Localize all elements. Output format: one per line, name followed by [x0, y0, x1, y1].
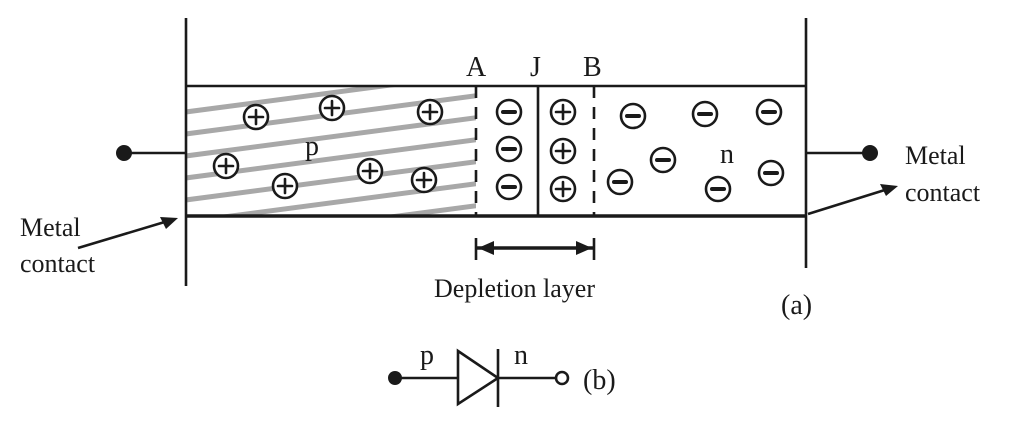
- negative-ion: [649, 146, 677, 174]
- negative-ion: [757, 159, 785, 187]
- diode-p-label: p: [420, 340, 434, 371]
- label-j: J: [530, 52, 541, 83]
- p-region-label: p: [305, 131, 319, 162]
- label-a: A: [466, 52, 487, 83]
- p-region-ions: [212, 94, 444, 200]
- negative-ion: [495, 98, 523, 126]
- depletion-right-ions: [549, 98, 577, 203]
- n-region-ions: [606, 98, 785, 203]
- right-contact-arrow: [807, 184, 898, 216]
- positive-ion: [242, 103, 270, 131]
- metal-contact-right-line1: Metal: [905, 141, 966, 170]
- right-terminal: [862, 145, 878, 161]
- depletion-layer-label: Depletion layer: [434, 274, 595, 303]
- diode-symbol: [388, 348, 570, 407]
- positive-ion: [416, 98, 444, 126]
- cathode-terminal: [554, 370, 570, 386]
- negative-ion: [606, 168, 634, 196]
- negative-ion: [495, 173, 523, 201]
- negative-ion: [495, 135, 523, 163]
- positive-ion: [410, 166, 438, 194]
- figure-label-b: (b): [583, 365, 616, 396]
- depletion-width-marker: [474, 238, 596, 260]
- left-contact-arrow: [77, 217, 178, 250]
- positive-ion: [318, 94, 346, 122]
- figure-label-a: (a): [781, 290, 812, 321]
- left-terminal: [116, 145, 132, 161]
- n-region-label: n: [720, 139, 734, 170]
- label-b: B: [583, 52, 602, 83]
- positive-ion: [549, 175, 577, 203]
- depletion-left-ions: [495, 98, 523, 201]
- metal-contact-right-line2: contact: [905, 178, 981, 207]
- negative-ion: [704, 175, 732, 203]
- negative-ion: [691, 100, 719, 128]
- metal-contact-left-line1: Metal: [20, 213, 81, 242]
- negative-ion: [619, 102, 647, 130]
- positive-ion: [356, 157, 384, 185]
- diode-n-label: n: [514, 340, 528, 371]
- positive-ion: [212, 152, 240, 180]
- metal-contact-left-line2: contact: [20, 249, 96, 278]
- positive-ion: [549, 137, 577, 165]
- positive-ion: [549, 98, 577, 126]
- positive-ion: [271, 172, 299, 200]
- negative-ion: [755, 98, 783, 126]
